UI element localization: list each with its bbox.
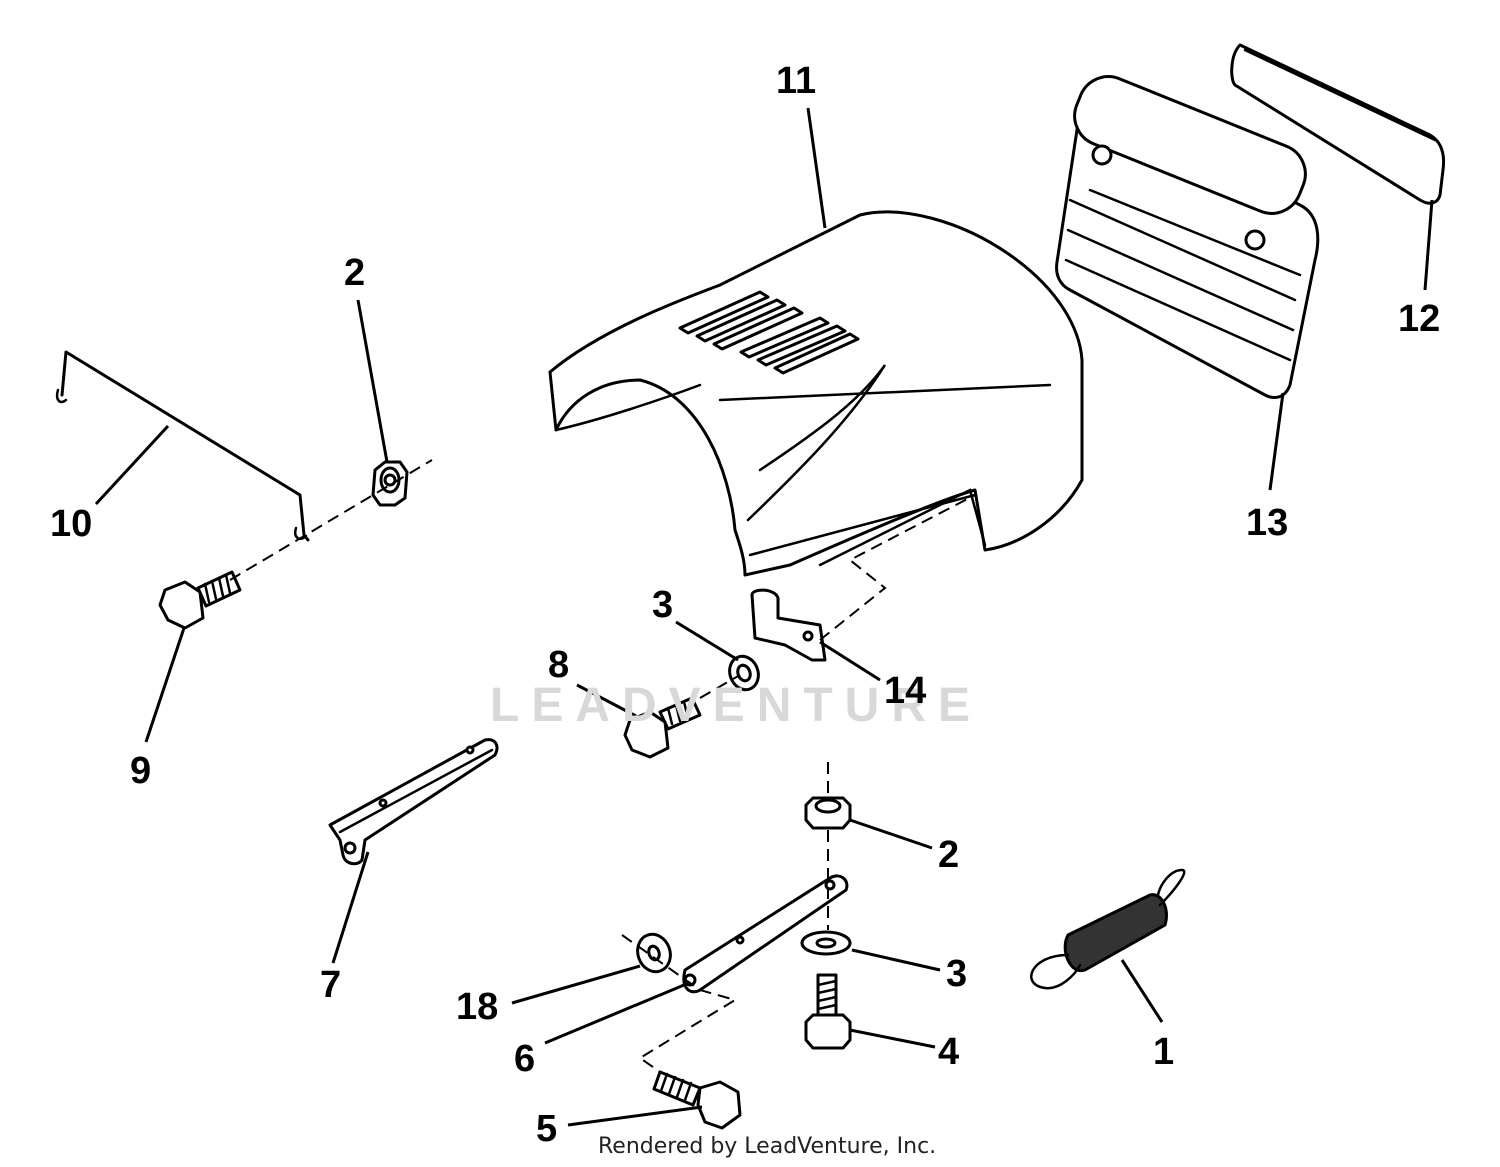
callout-10: 10 [50, 503, 93, 545]
part-2-nut-lower [804, 796, 852, 830]
part-11-hood [548, 210, 1084, 577]
leader-lines [94, 107, 1434, 1127]
part-7-bracket [328, 738, 499, 866]
callout-2-upper: 2 [344, 252, 366, 294]
callout-18: 18 [456, 986, 499, 1028]
part-13-grille [1055, 75, 1320, 399]
callout-1: 1 [1153, 1031, 1175, 1073]
footer-credit: Rendered by LeadVenture, Inc. [598, 1134, 937, 1159]
watermark: LEADVENTURE [490, 679, 983, 732]
callout-9: 9 [130, 750, 152, 792]
callout-2-lower: 2 [938, 834, 960, 876]
callout-11: 11 [776, 60, 817, 102]
callout-12: 12 [1398, 298, 1441, 340]
part-8-bolt [623, 696, 702, 759]
assembly-lines [229, 459, 976, 1073]
part-3-washer-lower [800, 930, 852, 956]
hood-vents [678, 290, 860, 375]
callout-3-upper: 3 [652, 584, 674, 626]
part-1-spring [1030, 868, 1186, 990]
part-12-grille-insert [1230, 43, 1446, 205]
callout-13: 13 [1246, 502, 1289, 544]
part-2-nut-upper [371, 460, 409, 507]
part-14-clip [750, 588, 827, 662]
callout-8: 8 [548, 644, 570, 686]
callout-4: 4 [938, 1031, 960, 1073]
callout-7: 7 [320, 964, 342, 1006]
part-10-rod [55, 350, 310, 542]
part-4-bolt [804, 973, 852, 1050]
callout-14: 14 [884, 670, 927, 712]
part-9-bolt [158, 570, 242, 630]
callout-5: 5 [536, 1108, 558, 1150]
part-3-washer-upper [728, 654, 760, 692]
part-5-bolt [652, 1070, 742, 1130]
callout-3-lower: 3 [946, 953, 968, 995]
callout-6: 6 [514, 1038, 536, 1080]
